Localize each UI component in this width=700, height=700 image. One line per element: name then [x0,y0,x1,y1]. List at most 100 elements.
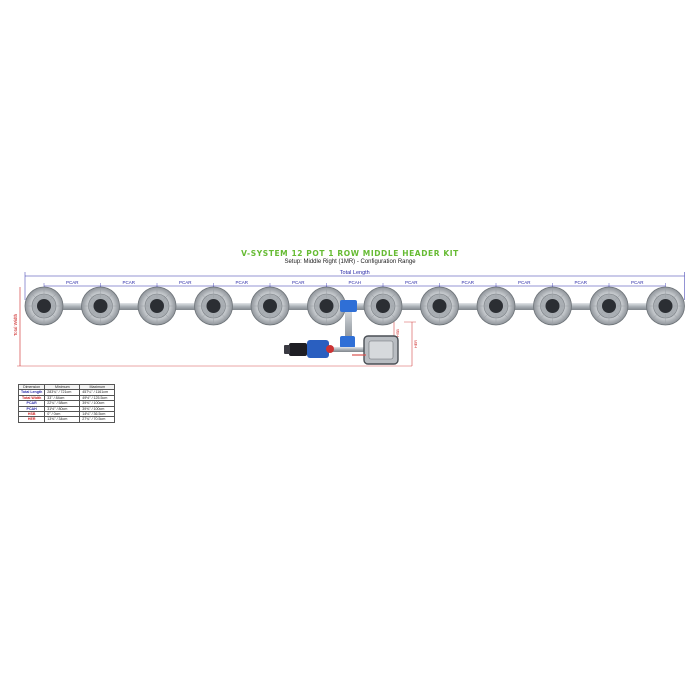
pot-rib [483,311,491,319]
dimension-name-cell: PCAR [17,400,46,407]
pcar-label: PCAR [235,280,248,285]
pot-rib [596,311,604,319]
valve-handle [326,345,334,353]
pot-center-hole [37,299,51,313]
pot-rib [557,311,565,319]
pots-row [24,286,685,326]
pot-rib [275,311,283,319]
maximum-value-cell: 27¾" / 70.5cm [79,416,116,423]
pot-rib [557,293,565,301]
pot-rib [218,311,226,319]
pot-rib [483,293,491,301]
pot [250,286,290,326]
pot-center-hole [376,299,390,313]
header-assembly [284,300,399,365]
pot-center-hole [263,299,277,313]
pcar-label: PCAR [405,280,418,285]
pot-rib [670,293,678,301]
pot-rib [444,293,452,301]
pot-rib [614,311,622,319]
total-width-label: Total Width [13,313,18,336]
header-tee-fitting [340,300,357,312]
pump-body [307,340,329,358]
pot-rib [218,293,226,301]
pot-rib [162,293,170,301]
pot-rib [201,311,209,319]
pot-rib [653,293,661,301]
pcar-label: PCAR [66,280,79,285]
maximum-value-cell: 39⅜" / 100cm [79,405,116,413]
pot [646,286,685,326]
pot-rib [314,311,322,319]
pcar-label: PCAR [574,280,587,285]
dimension-name-cell: Total Length [17,389,46,396]
pcar-label: PCAR [631,280,644,285]
minimum-value-cell: 13⅜" / 34cm [44,416,81,423]
pcar-label: PCAR [518,280,531,285]
pot-rib [427,311,435,319]
pot-rib [144,311,152,319]
maximum-value-cell: 14⅛" / 36.5cm [79,410,116,418]
pot [420,286,459,326]
pot [81,286,120,326]
pump-cap [284,345,290,354]
pot-center-hole [602,299,616,313]
pot-rib [49,293,57,301]
pot-rib [670,311,678,319]
pot-rib [31,311,39,319]
pot [476,286,516,326]
pot-center-hole [658,299,673,313]
dimension-name-cell: Total Width [17,394,46,402]
dimension-table-header: Dimension Minimum Maximum [17,383,116,391]
pcah-label: PCAH [348,280,361,285]
pot-center-hole [432,299,447,313]
pot [589,286,629,326]
feed-pipe [300,347,368,352]
her-label: HER [414,340,418,348]
pot-rib [331,293,339,301]
pot [533,286,572,326]
pot-rib [370,311,378,319]
pot-rib [653,311,661,319]
total-length-label: Total Length [340,270,370,276]
pot [194,286,233,326]
header-elbow-fitting [340,336,355,348]
pot-rib [314,293,322,301]
pot-rib [31,293,39,301]
dimension-name-cell: HER [17,416,46,423]
pot-center-hole [206,299,221,313]
pot [363,286,403,326]
reservoir-lid [368,340,394,360]
pcar-label: PCAR [122,280,135,285]
pot-rib [388,311,396,319]
pcar-label: PCAR [179,280,192,285]
pot-rib [257,311,265,319]
header-dimension: Dimension [17,383,46,391]
pot-rib [275,293,283,301]
pot-rib [144,293,152,301]
pot-center-hole [150,299,164,313]
pot-center-hole [545,299,560,313]
pot-rib [501,293,509,301]
maximum-value-cell: 457¼" / 1161cm [79,389,116,396]
pcar-label: PCAR [461,280,474,285]
page-subtitle: Setup: Middle Right (1MR) - Configuratio… [284,259,416,265]
pump-motor [289,343,307,356]
pot-center-hole [489,299,503,313]
header-maximum: Maximum [79,383,116,391]
pot-center-hole [319,299,334,313]
pot-rib [596,293,604,301]
pot-rib [370,293,378,301]
dimension-name-cell: PCAH [17,405,46,413]
pot [137,286,177,326]
pot-rib [49,311,57,319]
pot-rib [540,311,548,319]
pot-rib [88,311,96,319]
